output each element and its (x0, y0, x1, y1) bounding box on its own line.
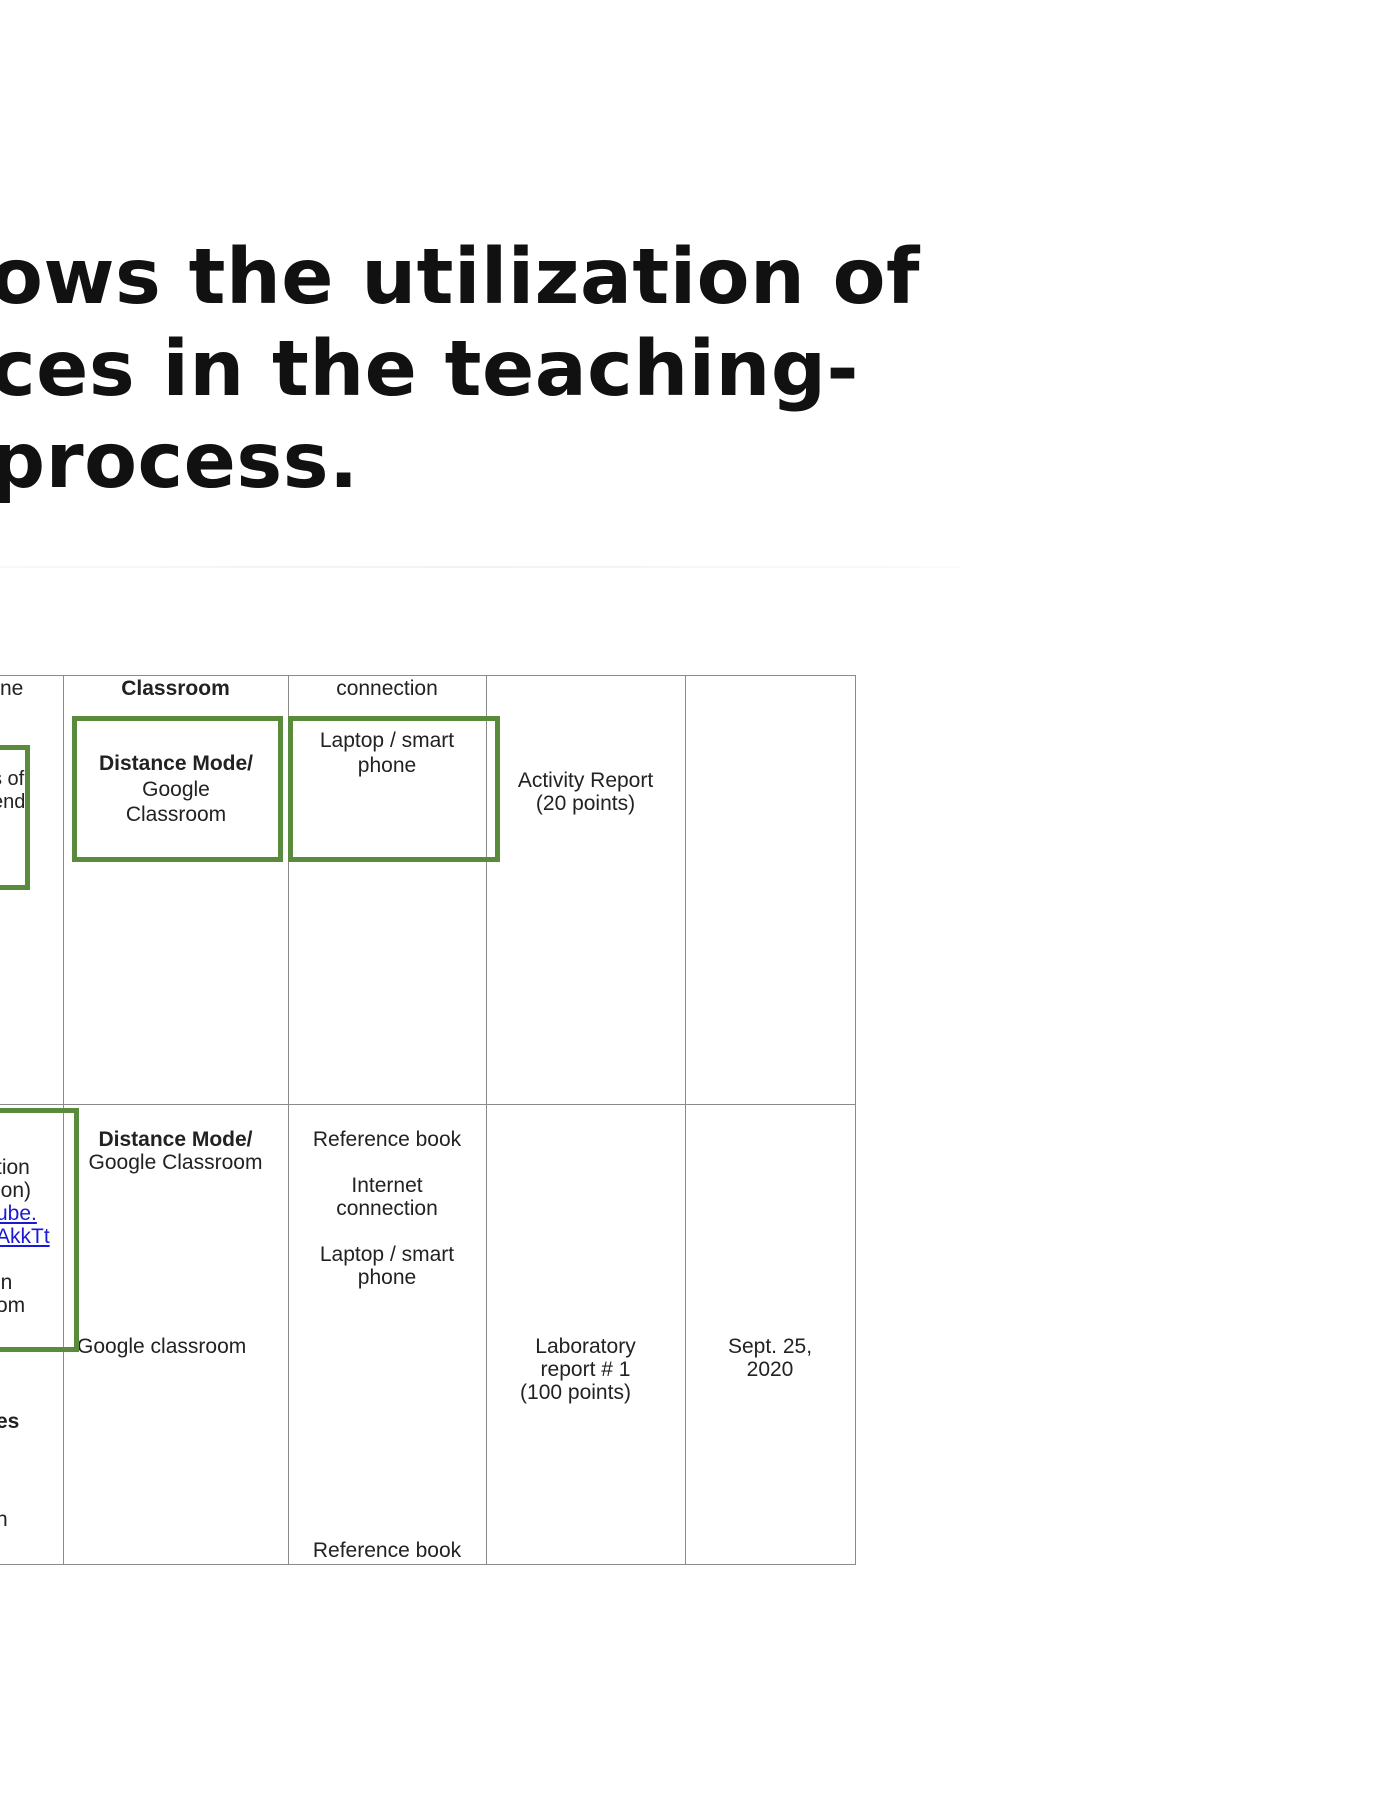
highlight-box-row2-col0 (0, 1108, 79, 1352)
row2-col0-link-a[interactable]: ube. (0, 1202, 37, 1225)
table-col-divider-3 (486, 675, 487, 1564)
row2-col0-b: ion) (0, 1179, 32, 1202)
header-col2: connection (336, 677, 438, 700)
heading-line-3: process. (0, 417, 359, 506)
row1-col2-line1: Laptop / smart (319, 729, 455, 752)
row2-col0-a: tion (0, 1156, 30, 1179)
header-col0: ne (0, 677, 24, 700)
row2-col2-line3: connection (336, 1197, 438, 1220)
row2-col3-line1: Laboratory (535, 1335, 636, 1358)
row2-col3-line2: report # 1 (540, 1358, 631, 1381)
row2-col2-line1: Reference book (312, 1128, 462, 1151)
row2-col1-mode: Distance Mode/ (98, 1128, 253, 1151)
row2-col2-line6: Reference book (312, 1539, 462, 1562)
header-col1: Classroom (121, 677, 230, 700)
row2-col1-line3: Google classroom (77, 1335, 247, 1358)
row1-col1-line3: Classroom (125, 803, 227, 826)
table-col-divider-4 (685, 675, 686, 1564)
slide-heading: ows the utilization of ces in the teachi… (0, 232, 921, 508)
heading-line-1: ows the utilization of (0, 233, 921, 322)
row1-col3-line2: (20 points) (535, 792, 636, 815)
separator (0, 566, 960, 568)
row2-col4-line1: Sept. 25, (727, 1335, 813, 1358)
row2-col0-link-b[interactable]: AkkTt (0, 1225, 50, 1248)
row1-col3-line1: Activity Report (517, 769, 654, 792)
row1-col0-b: end (0, 791, 26, 813)
table-col-divider-2 (288, 675, 289, 1564)
row2-col0-e: in (0, 1271, 13, 1294)
table-header-border (0, 1104, 856, 1105)
table-top-border (0, 675, 856, 676)
row2-col0-f: om (0, 1294, 26, 1317)
table-right-border (855, 675, 856, 1564)
row2-col0-h: n (0, 1508, 8, 1531)
row1-col2-line2: phone (357, 754, 417, 777)
row2-col2-line4: Laptop / smart (319, 1243, 455, 1266)
row2-col2-line5: phone (357, 1266, 417, 1289)
row1-col1-line2: Google (142, 778, 210, 801)
heading-line-2: ces in the teaching- (0, 325, 859, 414)
row2-col2-line2: Internet (351, 1174, 423, 1197)
row2-col3-line3: (100 points) (520, 1381, 631, 1404)
highlight-box-row1-col0 (0, 745, 30, 890)
row1-col0-a: s of (0, 768, 25, 790)
table-col-divider-1 (63, 675, 64, 1564)
table-bottom-border (0, 1564, 856, 1565)
row1-col1-mode: Distance Mode/ (98, 752, 254, 775)
highlight-box-row1-col2 (288, 716, 500, 862)
row2-col0-g: es (0, 1410, 20, 1433)
highlight-box-row1-col1 (72, 716, 283, 862)
row2-col4-line2: 2020 (746, 1358, 794, 1381)
row2-col1-line2: Google Classroom (88, 1151, 263, 1174)
